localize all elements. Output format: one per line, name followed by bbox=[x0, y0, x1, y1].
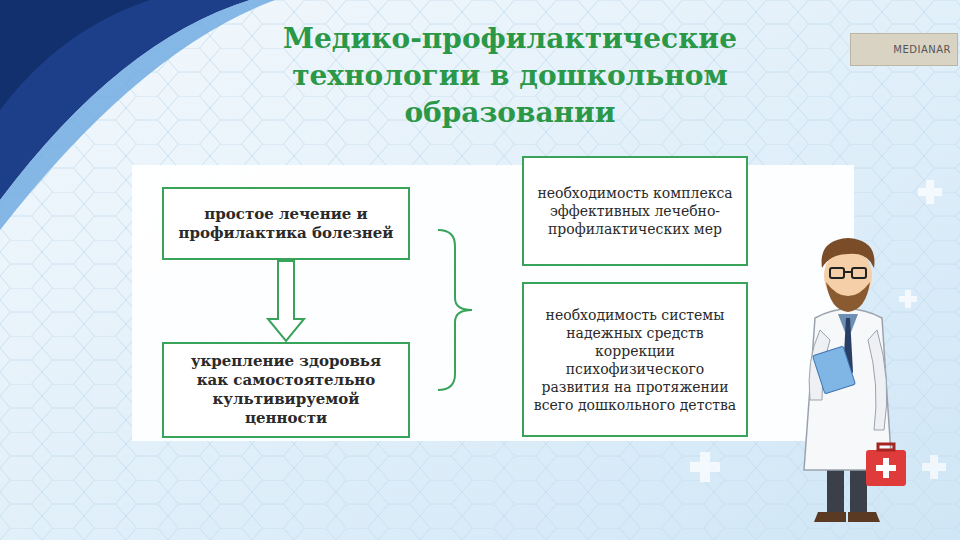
text-stack: простое лечение и профилактика болезней bbox=[174, 205, 398, 243]
process-box: простое лечение и профилактика болезней bbox=[162, 187, 410, 260]
text-stack: необходимость комплекса эффективных лече… bbox=[532, 184, 738, 238]
text-stack: укрепление здоровья как самостоятельно к… bbox=[174, 352, 398, 428]
text-stack: необходимость системы надежных средств к… bbox=[532, 306, 738, 414]
process-box: укрепление здоровья как самостоятельно к… bbox=[162, 342, 410, 438]
slide-title: Медико-профилактические технологии в дош… bbox=[210, 20, 810, 131]
box-text: укрепление здоровья как самостоятельно к… bbox=[174, 352, 398, 428]
brace bbox=[438, 230, 472, 390]
box-text: простое лечение и профилактика болезней bbox=[174, 205, 398, 243]
doctor-figure bbox=[804, 238, 906, 522]
swoosh-dark bbox=[0, 0, 150, 110]
logo-badge: MEDIANAR bbox=[850, 33, 958, 66]
requirement-box: необходимость системы надежных средств к… bbox=[522, 282, 748, 437]
block-arrow bbox=[268, 261, 304, 341]
logo-text: MEDIANAR bbox=[893, 44, 951, 55]
requirement-box: необходимость комплекса эффективных лече… bbox=[522, 156, 748, 266]
box-text: необходимость комплекса эффективных лече… bbox=[532, 184, 738, 238]
box-text: необходимость системы надежных средств к… bbox=[532, 306, 738, 414]
